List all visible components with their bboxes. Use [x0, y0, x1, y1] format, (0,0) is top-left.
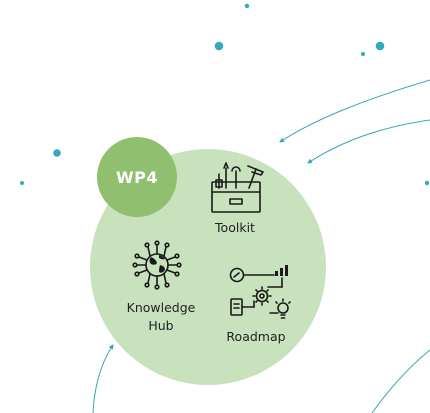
toolbox-icon [211, 162, 264, 213]
dot [53, 149, 61, 157]
decorative-dots [20, 3, 430, 186]
dot [244, 3, 250, 9]
roadmap-icon [229, 265, 291, 319]
dot [424, 180, 430, 186]
roadmap-label: Roadmap [226, 329, 285, 344]
arrow-top-inner [307, 119, 430, 164]
toolkit-label: Toolkit [214, 220, 255, 235]
knowledge-hub-node: Knowledge Hub [127, 240, 196, 333]
knowledge-hub-label-line2: Hub [148, 318, 173, 333]
roadmap-node: Roadmap [226, 265, 291, 344]
wp-badge: WP4 [97, 137, 177, 217]
arrow-bottom-left [92, 344, 114, 413]
knowledge-hub-label-line1: Knowledge [127, 300, 196, 315]
arrow-bottom-right [371, 349, 430, 413]
dot [20, 181, 24, 185]
dot [214, 41, 224, 51]
wp-badge-circle [97, 137, 177, 217]
globe-network-icon [132, 240, 182, 290]
arrow-top-outer [279, 79, 430, 143]
wp-badge-label: WP4 [116, 168, 158, 187]
dot [375, 41, 385, 51]
connector-arrows [92, 79, 430, 413]
toolkit-node: Toolkit [211, 162, 264, 235]
dot [361, 52, 365, 56]
